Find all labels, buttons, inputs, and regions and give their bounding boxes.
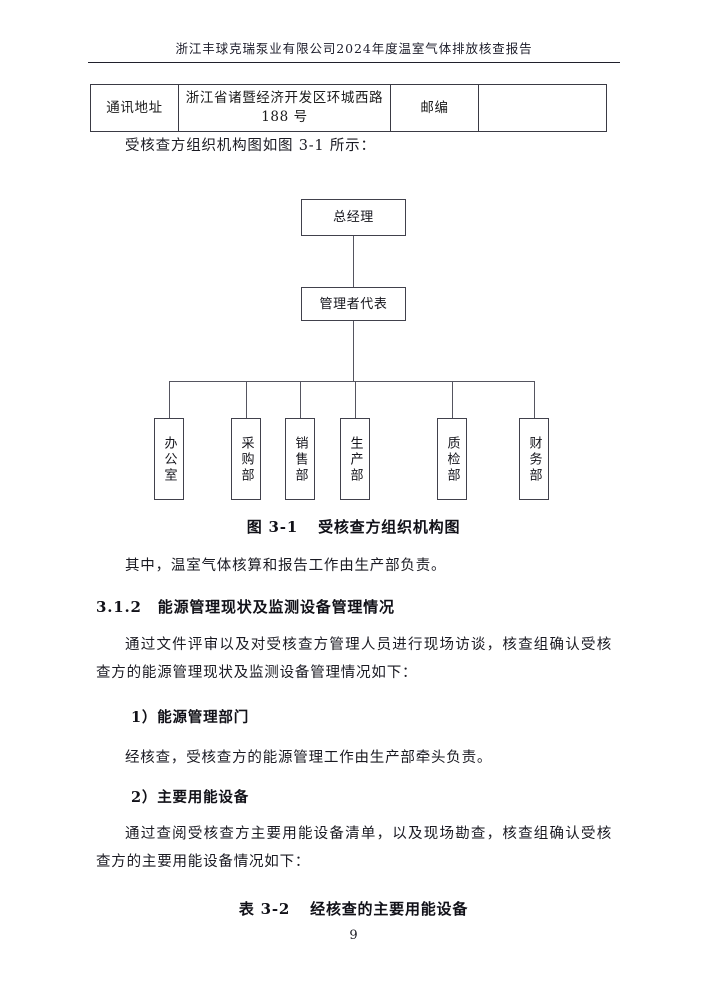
running-header-text: 浙江丰球克瑞泵业有限公司2024年度温室气体排放核查报告 bbox=[175, 41, 533, 56]
subsection-body-1: 经核查，受核查方的能源管理工作由生产部牵头负责。 bbox=[125, 750, 493, 766]
figure-caption: 图 3-1 受核查方组织机构图 bbox=[0, 516, 707, 537]
org-node-general-manager: 总经理 bbox=[301, 199, 406, 236]
org-node-management-representative: 管理者代表 bbox=[301, 287, 406, 321]
connector-bus-to-dept-1 bbox=[246, 381, 247, 418]
connector-bus-to-dept-3 bbox=[355, 381, 356, 418]
section-number: 3.1.2 bbox=[96, 598, 142, 616]
note-paragraph: 其中，温室气体核算和报告工作由生产部负责。 bbox=[125, 558, 447, 574]
running-header: 浙江丰球克瑞泵业有限公司2024年度温室气体排放核查报告 bbox=[88, 38, 620, 63]
org-node-procurement: 采购部 bbox=[231, 418, 261, 500]
org-node-sales: 销售部 bbox=[285, 418, 315, 500]
subsection-heading-2: 2）主要用能设备 bbox=[131, 789, 249, 806]
contact-info-table: 通讯地址 浙江省诸暨经济开发区环城西路188 号 邮编 bbox=[90, 84, 607, 132]
header-divider bbox=[88, 62, 620, 63]
connector-horizontal-bus bbox=[169, 381, 535, 382]
table-caption-title: 经核查的主要用能设备 bbox=[310, 900, 469, 918]
page-number: 9 bbox=[349, 928, 358, 943]
org-node-quality-inspection: 质检部 bbox=[437, 418, 467, 500]
address-label-cell: 通讯地址 bbox=[90, 84, 179, 132]
zip-value-cell bbox=[478, 84, 607, 132]
org-node-production: 生产部 bbox=[340, 418, 370, 500]
table-caption-number: 表 3-2 bbox=[238, 900, 291, 918]
connector-mid-to-bus bbox=[353, 321, 354, 381]
org-node-office: 办公室 bbox=[154, 418, 184, 500]
connector-bus-to-dept-5 bbox=[534, 381, 535, 418]
subsection-heading-1: 1）能源管理部门 bbox=[131, 709, 249, 726]
subsection-body-2: 通过查阅受核查方主要用能设备清单，以及现场勘查，核查组确认受核查方的主要用能设备… bbox=[96, 826, 612, 870]
connector-top-to-mid bbox=[353, 236, 354, 287]
table-row: 通讯地址 浙江省诸暨经济开发区环城西路188 号 邮编 bbox=[90, 84, 607, 132]
connector-bus-to-dept-4 bbox=[452, 381, 453, 418]
table-caption: 表 3-2 经核查的主要用能设备 bbox=[0, 898, 707, 919]
connector-bus-to-dept-2 bbox=[300, 381, 301, 418]
address-value-cell: 浙江省诸暨经济开发区环城西路188 号 bbox=[178, 84, 391, 132]
connector-bus-to-dept-0 bbox=[169, 381, 170, 418]
figure-caption-title: 受核查方组织机构图 bbox=[318, 518, 461, 536]
section-heading-3-1-2: 3.1.2 能源管理现状及监测设备管理情况 bbox=[96, 596, 395, 617]
figure-caption-number: 图 3-1 bbox=[246, 518, 299, 536]
section-title: 能源管理现状及监测设备管理情况 bbox=[157, 598, 395, 616]
zip-label-cell: 邮编 bbox=[390, 84, 479, 132]
org-node-finance: 财务部 bbox=[519, 418, 549, 500]
org-chart-intro-paragraph: 受核查方组织机构图如图 3-1 所示： bbox=[125, 138, 376, 154]
section-intro-paragraph: 通过文件评审以及对受核查方管理人员进行现场访谈，核查组确认受核查方的能源管理现状… bbox=[96, 637, 612, 681]
organization-chart: 总经理 管理者代表 办公室 采购部 销售部 生产部 质检部 财务部 bbox=[0, 185, 707, 505]
